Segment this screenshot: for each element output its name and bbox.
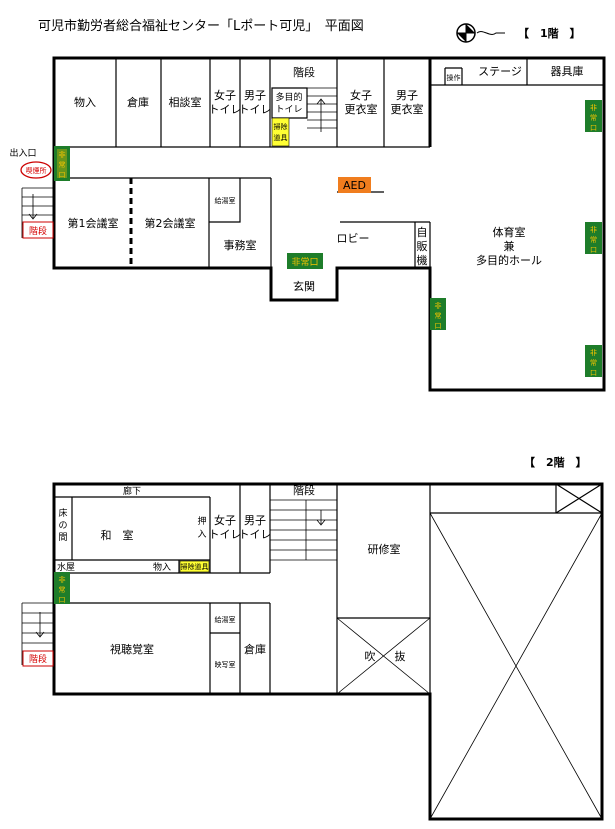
f2-storage-label: 物入 xyxy=(153,561,171,573)
f2-washitsu-label: 和 室 xyxy=(101,528,134,542)
f1-men-toilet-label-2: トイレ xyxy=(239,103,272,116)
f1-exit-label: 出入口 xyxy=(9,147,36,159)
floor2-label: 【 2階 】 xyxy=(524,455,587,469)
f1-entrance-label: 玄関 xyxy=(293,279,315,293)
f1-emergency-exit-gym-right-3: 非 常 口 xyxy=(585,345,602,377)
floor1-plan xyxy=(21,56,606,392)
f2-water-label: 水屋 xyxy=(57,561,75,573)
f2-training-label: 研修室 xyxy=(368,542,401,556)
f1-multi-toilet-label-2: トイレ xyxy=(275,105,302,115)
svg-text:非: 非 xyxy=(59,575,66,584)
f1-meeting1-label: 第1会議室 xyxy=(68,216,119,230)
f2-emergency-exit-left: 非 常 口 xyxy=(54,572,70,604)
f2-women-toilet-label-1: 女子 xyxy=(214,513,236,527)
f1-office-label: 事務室 xyxy=(224,238,257,252)
f2-atrium-label-1: 吹 xyxy=(365,650,376,663)
f1-cleaning-label-2: 道具 xyxy=(274,133,288,142)
f1-cleaning-highlight xyxy=(271,117,290,147)
f2-cleaning-highlight xyxy=(179,560,210,573)
f1-outer-stairs-label: 階段 xyxy=(29,225,47,237)
svg-text:口: 口 xyxy=(590,124,597,132)
f1-lobby-label: ロビー xyxy=(337,232,370,245)
f2-stairs-label: 階段 xyxy=(293,483,315,497)
f1-stairs-label: 階段 xyxy=(293,65,315,79)
f1-women-locker-label-1: 女子 xyxy=(350,88,372,102)
f1-gym-label-1: 体育室 xyxy=(493,225,526,239)
svg-text:常: 常 xyxy=(590,358,597,367)
f1-vending-label-3: 機 xyxy=(417,253,428,267)
f2-kitchenette-label: 給湯室 xyxy=(215,615,236,624)
f2-women-toilet-label-2: トイレ xyxy=(209,528,242,541)
svg-text:常: 常 xyxy=(590,235,597,244)
f1-multi-toilet-label-1: 多目的 xyxy=(275,91,302,103)
f1-cleaning-label-1: 掃除 xyxy=(274,122,288,131)
f1-kitchenette-label: 給湯室 xyxy=(215,196,236,205)
f2-cleaning-label: 掃除道具 xyxy=(181,562,209,571)
north-arrow-icon xyxy=(456,23,505,43)
svg-text:常: 常 xyxy=(435,311,442,320)
smoking-area-marker xyxy=(20,161,52,179)
svg-text:口: 口 xyxy=(435,322,442,330)
f1-emergency-exit-entrance: 非常口 xyxy=(287,253,323,269)
floor2-plan xyxy=(21,482,604,821)
svg-text:常: 常 xyxy=(590,113,597,122)
f2-projection-label: 映写室 xyxy=(215,660,236,669)
f2-closet-label-1: 押 xyxy=(197,515,206,527)
f1-meeting2-label: 第2会議室 xyxy=(145,216,196,230)
f2-tokonoma-label-1: 床 xyxy=(58,507,67,519)
svg-text:常: 常 xyxy=(59,585,66,594)
f1-women-toilet-label-1: 女子 xyxy=(214,88,236,102)
page-title: 可児市勤労者総合福祉センター「Lポート可児」 平面図 xyxy=(38,18,364,34)
svg-text:非: 非 xyxy=(59,150,66,159)
f1-operation-label: 操作 xyxy=(447,73,461,82)
svg-text:非: 非 xyxy=(590,225,597,234)
f1-gym-label-2: 兼 xyxy=(504,240,515,253)
floor1-label: 【 1階 】 xyxy=(518,26,581,40)
aed-marker xyxy=(338,177,371,193)
svg-text:非: 非 xyxy=(435,301,442,310)
svg-text:常: 常 xyxy=(59,160,66,169)
svg-text:口: 口 xyxy=(59,171,66,179)
f1-men-locker-label-2: 更衣室 xyxy=(391,102,424,116)
f2-tokonoma-label-3: 間 xyxy=(58,532,67,543)
f2-av-room-label: 視聴覚室 xyxy=(110,642,154,656)
f1-consult-label: 相談室 xyxy=(169,95,202,109)
svg-text:非: 非 xyxy=(590,103,597,112)
f1-vending-label-2: 販 xyxy=(417,240,428,253)
svg-text:非: 非 xyxy=(590,348,597,357)
f2-outer-stairs-box xyxy=(22,650,54,667)
f2-atrium-label-2: 抜 xyxy=(395,649,406,663)
f1-women-toilet-label-2: トイレ xyxy=(209,103,242,116)
f1-outer-stairs-box xyxy=(22,221,54,239)
f1-vending-label-1: 自 xyxy=(417,226,428,239)
f2-men-toilet-label-1: 男子 xyxy=(244,514,266,527)
f1-aed-label: AED xyxy=(343,179,366,192)
f1-women-locker-label-2: 更衣室 xyxy=(345,102,378,116)
f1-men-locker-label-1: 男子 xyxy=(396,89,418,102)
f1-stage-label: ステージ xyxy=(478,65,522,78)
f2-corridor-label: 廊下 xyxy=(123,485,141,497)
svg-text:非常口: 非常口 xyxy=(291,256,318,268)
f1-men-toilet-label-1: 男子 xyxy=(244,89,266,102)
f1-warehouse-label: 倉庫 xyxy=(127,95,149,109)
f1-gym-label-3: 多目的ホール xyxy=(476,253,542,267)
f1-smoking-label: 喫煙所 xyxy=(26,166,47,175)
svg-text:口: 口 xyxy=(590,246,597,254)
f2-men-toilet-label-2: トイレ xyxy=(239,528,272,541)
f2-outer-stairs-label: 階段 xyxy=(29,653,47,665)
f2-warehouse-label: 倉庫 xyxy=(244,642,266,656)
svg-text:口: 口 xyxy=(59,596,66,604)
f1-emergency-exit-gym-right-2: 非 常 口 xyxy=(585,222,602,254)
f1-emergency-exit-left: 非 常 口 xyxy=(54,146,70,181)
f1-storage-label: 物入 xyxy=(74,95,96,109)
f1-emergency-exit-gym-right-1: 非 常 口 xyxy=(585,100,602,132)
f2-tokonoma-label-2: の xyxy=(58,521,67,531)
f2-closet-label-2: 入 xyxy=(197,529,206,540)
svg-text:口: 口 xyxy=(590,369,597,377)
f1-equipment-label: 器具庫 xyxy=(551,64,584,78)
f1-emergency-exit-gym-left: 非 常 口 xyxy=(430,298,446,330)
